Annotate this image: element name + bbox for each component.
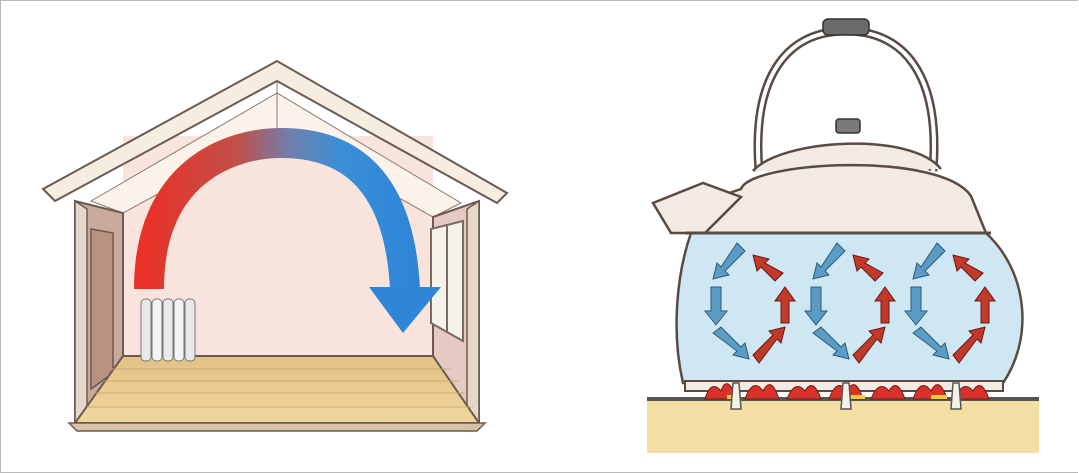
handle-grip xyxy=(823,19,869,35)
burner-leg xyxy=(951,383,961,409)
house-convection-panel xyxy=(31,51,551,451)
burner-leg xyxy=(841,383,851,409)
floor xyxy=(75,356,479,423)
house-illustration xyxy=(31,51,551,451)
kettle-convection-panel xyxy=(641,11,1051,456)
lid-knob xyxy=(836,119,860,133)
radiator xyxy=(141,299,195,361)
door xyxy=(91,229,113,389)
burner-leg xyxy=(731,383,741,409)
kettle-illustration xyxy=(641,11,1051,456)
